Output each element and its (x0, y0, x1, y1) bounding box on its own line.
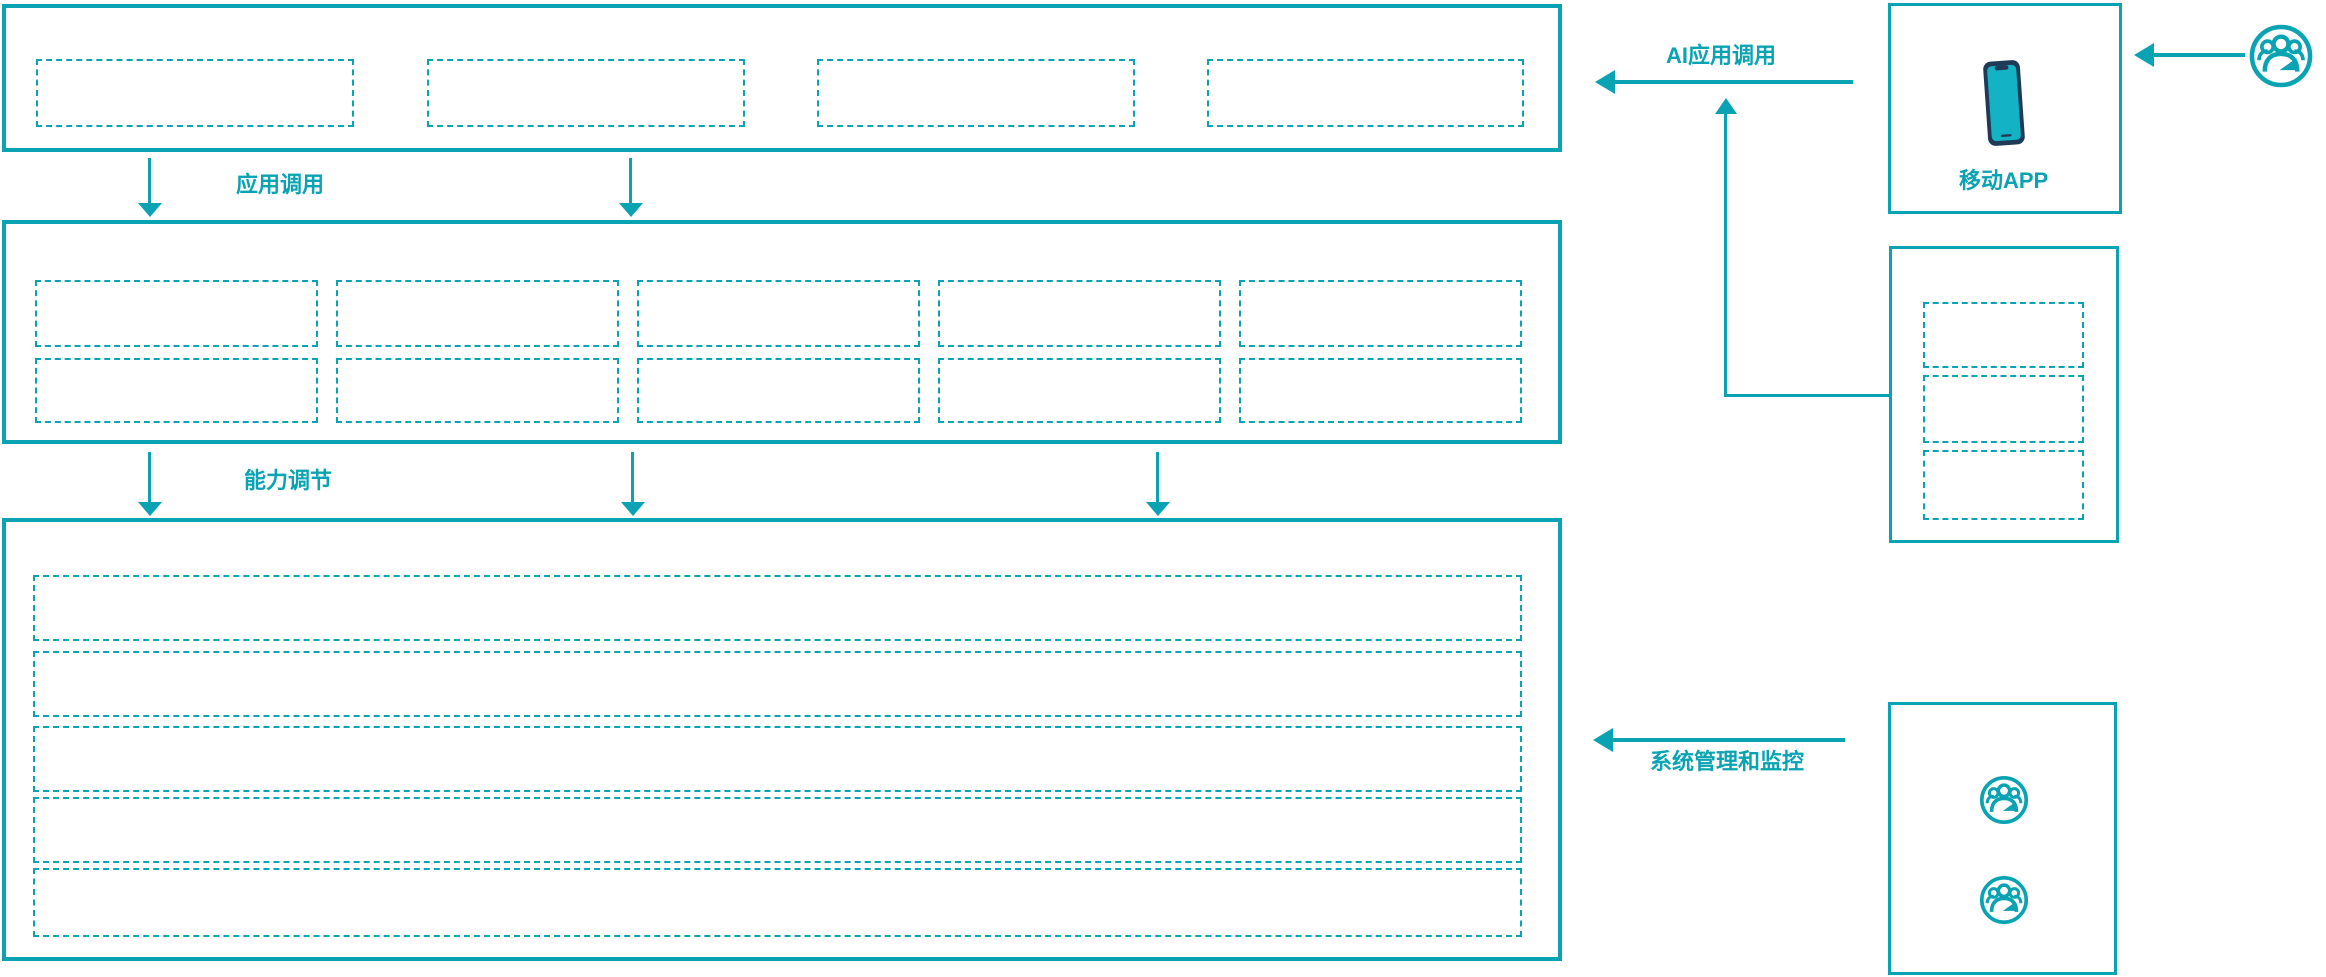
channel-placeholder-1 (1923, 302, 2084, 368)
monitor-arrow-line (1613, 738, 1845, 742)
layer-3-row-4 (33, 797, 1522, 863)
app-call-label: 应用调用 (236, 172, 325, 197)
ai-arrow-head (1595, 70, 1615, 94)
down-arrow-head (619, 203, 643, 217)
layer-3-row-5 (33, 868, 1522, 937)
layer-2-placeholder (1239, 280, 1522, 347)
layer-2-placeholder (35, 358, 318, 423)
admin-box (1888, 702, 2117, 975)
down-arrow-head (621, 502, 645, 516)
layer-2-placeholder (938, 280, 1221, 347)
layer-1-placeholder-4 (1207, 59, 1524, 127)
layer-2-placeholder (1239, 358, 1522, 423)
layer-2-placeholder (637, 358, 920, 423)
down-arrow-line (1156, 452, 1159, 503)
elbow-connector-horizontal (1726, 394, 1889, 397)
layer-3-row-2 (33, 651, 1522, 717)
layer-2-placeholder (35, 280, 318, 347)
channel-placeholder-2 (1923, 375, 2084, 443)
system-monitor-label: 系统管理和监控 (1650, 749, 1805, 774)
down-arrow-head (138, 203, 162, 217)
down-arrow-line (631, 452, 634, 503)
ai-app-call-label: AI应用调用 (1666, 43, 1777, 68)
down-arrow-head (138, 502, 162, 516)
down-arrow-line (148, 452, 151, 503)
layer-2-placeholder (637, 280, 920, 347)
mobile-app-label: 移动APP (1959, 168, 2049, 193)
layer-2-placeholder (938, 358, 1221, 423)
down-arrow-head (1146, 502, 1170, 516)
layer-3-row-3 (33, 726, 1522, 792)
channel-placeholder-3 (1923, 450, 2084, 520)
user-arrow-line (2152, 53, 2245, 57)
capability-adjust-label: 能力调节 (244, 468, 333, 493)
ai-arrow-line (1613, 80, 1853, 84)
monitor-arrow-head (1593, 728, 1613, 752)
layer-3-row-1 (33, 575, 1522, 641)
layer-2-placeholder (336, 280, 619, 347)
user-arrow-head (2134, 43, 2154, 67)
smartphone-icon (1978, 57, 2030, 150)
users-icon (1978, 874, 2030, 926)
layer-2-placeholder (336, 358, 619, 423)
layer-1-placeholder-2 (427, 59, 745, 127)
layer-1-placeholder-3 (817, 59, 1135, 127)
elbow-connector-vertical (1724, 113, 1727, 397)
elbow-connector-arrow-head (1715, 98, 1737, 114)
users-icon (2247, 22, 2315, 90)
down-arrow-line (148, 158, 151, 204)
users-icon (1978, 774, 2030, 826)
layer-1-placeholder-1 (36, 59, 354, 127)
down-arrow-line (629, 158, 632, 204)
